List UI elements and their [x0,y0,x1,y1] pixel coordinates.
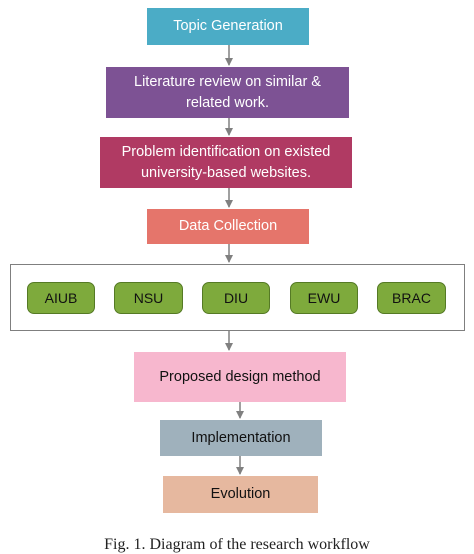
data-collection-box: Data Collection [147,209,309,244]
topic-generation-label: Topic Generation [173,18,283,34]
proposed-design-method-box: Proposed design method [134,352,346,402]
university-nsu: NSU [114,282,183,314]
university-aiub: AIUB [27,282,95,314]
implementation-label: Implementation [191,429,291,446]
problem-identification-label-line2: university-based websites. [140,164,312,181]
data-collection-label: Data Collection [178,218,278,234]
problem-identification-box: Problem identification on existed univer… [100,137,352,188]
topic-generation-box: Topic Generation [147,8,309,45]
evolution-box: Evolution [163,476,318,513]
proposed-design-method-label: Proposed design method [159,368,321,385]
literature-review-label-line1: Literature review on similar & [134,73,321,90]
literature-review-label-line2: related work. [185,94,269,111]
university-brac: BRAC [377,282,446,314]
university-ewu: EWU [290,282,358,314]
implementation-box: Implementation [160,420,322,456]
university-ewu-label: EWU [307,290,341,306]
university-diu-label: DIU [223,290,249,306]
university-brac-label: BRAC [392,290,431,306]
university-diu: DIU [202,282,270,314]
university-aiub-label: AIUB [44,290,78,306]
figure-caption: Fig. 1. Diagram of the research workflow [104,536,370,553]
evolution-label: Evolution [210,486,271,502]
literature-review-box: Literature review on similar & related w… [106,67,349,118]
problem-identification-label-line1: Problem identification on existed [121,143,331,160]
university-nsu-label: NSU [133,290,164,306]
